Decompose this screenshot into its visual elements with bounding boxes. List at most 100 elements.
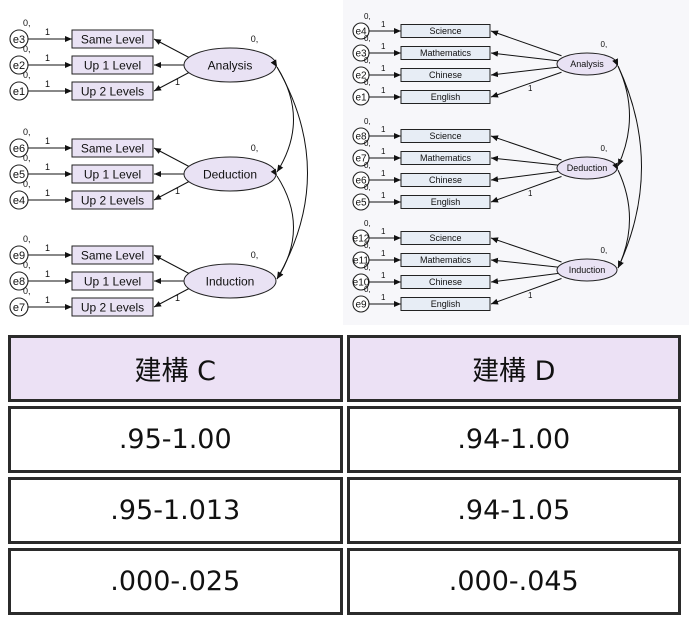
fixed-loading-label: 1 (175, 186, 180, 196)
error-label: e1 (13, 86, 25, 98)
variance-label: 0, (364, 219, 371, 228)
fixed-loading-label: 1 (528, 291, 533, 300)
latent-variable (556, 258, 618, 282)
indicator-box (71, 245, 154, 265)
indicator-label: Same Level (81, 32, 144, 46)
indicator-box (400, 68, 491, 82)
table-cell: .94-1.05 (346, 477, 681, 544)
path-weight-label: 1 (45, 295, 50, 305)
indicator-label: Up 2 Levels (81, 193, 144, 207)
path-weight-label: 1 (381, 147, 386, 156)
variance-label: 0, (364, 263, 371, 272)
loading-arrow (490, 176, 562, 203)
variance-label: 0, (364, 241, 371, 250)
indicator-label: English (431, 92, 461, 102)
indicator-box (71, 190, 154, 210)
latent-variance-label: 0, (251, 250, 259, 260)
loading-arrow (490, 71, 562, 98)
error-label: e8 (355, 132, 367, 143)
latent-label: Analysis (208, 58, 253, 72)
fixed-loading-label: 1 (528, 189, 533, 198)
latent-variable (183, 263, 277, 299)
indicator-label: Up 1 Level (84, 167, 141, 181)
indicator-label: Up 2 Levels (81, 300, 144, 314)
path-weight-label: 1 (45, 243, 50, 253)
loading-arrow (490, 66, 562, 78)
path-weight-label: 1 (381, 64, 386, 73)
indicator-box (71, 55, 154, 75)
variance-label: 0, (23, 179, 31, 189)
error-label: e2 (355, 71, 367, 82)
indicator-label: Chinese (429, 277, 462, 287)
variance-label: 0, (364, 34, 371, 43)
latent-variance-label: 0, (251, 34, 259, 44)
indicator-label: English (431, 197, 461, 207)
table-cell: .000-.025 (8, 548, 343, 615)
path-weight-label: 1 (381, 293, 386, 302)
indicator-box (400, 231, 491, 245)
indicator-label: Mathematics (420, 153, 472, 163)
latent-label: Induction (569, 265, 606, 275)
loading-arrow (153, 147, 192, 168)
loading-arrow (490, 237, 562, 263)
variance-label: 0, (23, 127, 31, 137)
path-weight-label: 1 (381, 86, 386, 95)
error-label: e10 (353, 278, 370, 289)
path-weight-label: 1 (45, 269, 50, 279)
covariance-arrow (270, 59, 308, 280)
variance-label: 0, (23, 70, 31, 80)
indicator-box (400, 297, 491, 311)
table-cell: .95-1.013 (8, 477, 343, 544)
error-label: e9 (355, 300, 367, 311)
covariance-arrow (612, 162, 630, 269)
loading-arrow (153, 38, 192, 59)
loading-arrow (490, 155, 562, 166)
indicator-box (400, 173, 491, 187)
indicator-box (71, 297, 154, 317)
error-label: e1 (355, 93, 367, 104)
variance-label: 0, (23, 286, 31, 296)
indicator-label: Mathematics (420, 255, 472, 265)
diagram-d-canvas: e40,1Sciencee30,1Mathematicse20,1Chinese… (352, 12, 642, 313)
indicator-label: Chinese (429, 70, 462, 80)
path-weight-label: 1 (45, 79, 50, 89)
path-weight-label: 1 (381, 169, 386, 178)
error-label: e3 (13, 34, 25, 46)
variance-label: 0, (364, 56, 371, 65)
latent-variance-label: 0, (601, 40, 608, 49)
table-row: .000-.025 .000-.045 (8, 548, 681, 615)
loading-arrow (490, 135, 562, 161)
indicator-label: Mathematics (420, 48, 472, 58)
path-weight-label: 1 (381, 191, 386, 200)
latent-variance-label: 0, (601, 144, 608, 153)
indicator-box (71, 164, 154, 184)
loading-arrow (490, 50, 562, 62)
indicator-box (71, 138, 154, 158)
loading-arrow (153, 254, 192, 275)
indicator-box (400, 90, 491, 104)
path-weight-label: 1 (381, 20, 386, 29)
indicator-label: Science (429, 233, 461, 243)
indicator-box (400, 24, 491, 38)
indicator-box (400, 253, 491, 267)
table-header-row: 建構 C 建構 D (8, 335, 681, 402)
path-weight-label: 1 (45, 53, 50, 63)
error-label: e3 (355, 49, 367, 60)
variance-label: 0, (23, 44, 31, 54)
path-weight-label: 1 (45, 27, 50, 37)
header-construct-c: 建構 C (8, 335, 343, 402)
indicator-box (400, 195, 491, 209)
variance-label: 0, (364, 117, 371, 126)
indicator-label: Up 2 Levels (81, 84, 144, 98)
indicator-label: Same Level (81, 248, 144, 262)
indicator-box (400, 275, 491, 289)
indicator-box (400, 151, 491, 165)
error-label: e6 (13, 143, 25, 155)
indicator-label: Up 1 Level (84, 58, 141, 72)
path-weight-label: 1 (381, 227, 386, 236)
error-label: e5 (13, 169, 25, 181)
variance-label: 0, (23, 260, 31, 270)
